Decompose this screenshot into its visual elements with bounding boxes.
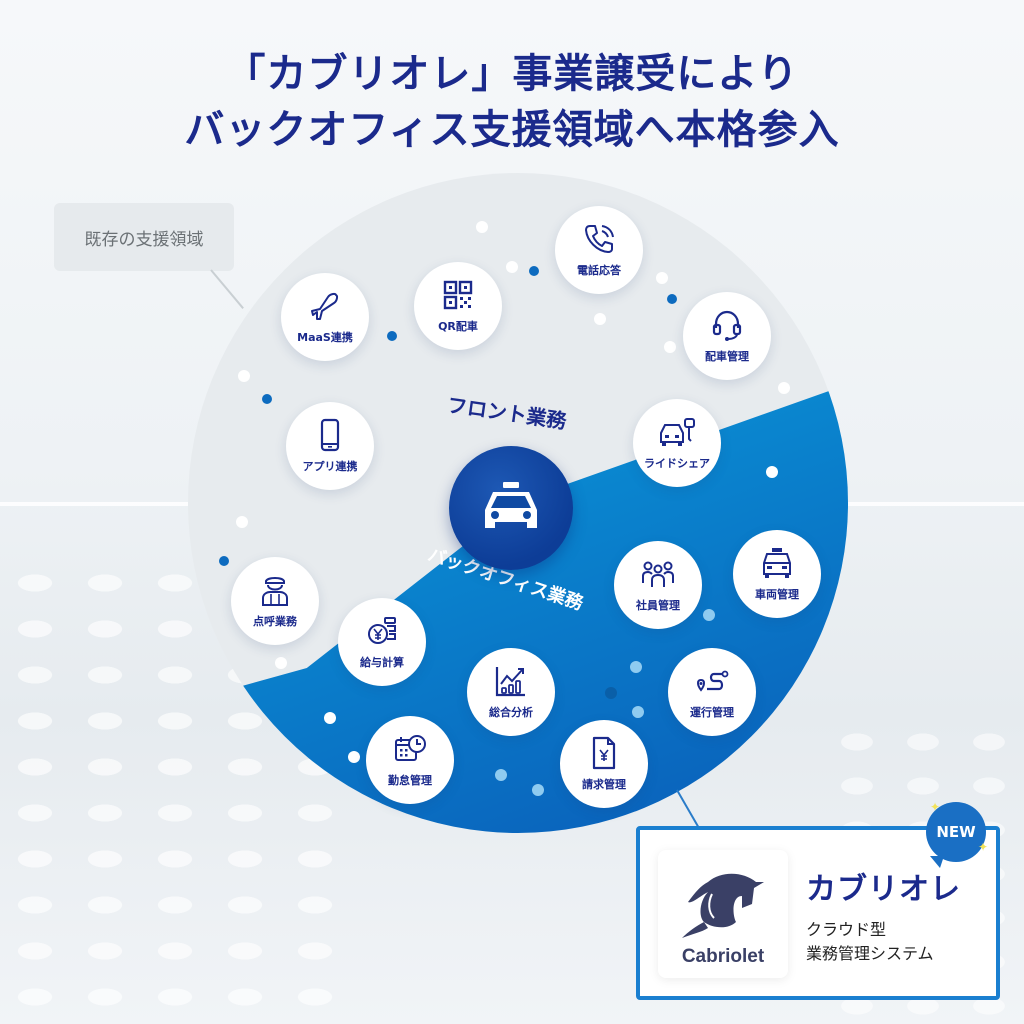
node-label: ライドシェア	[644, 457, 710, 470]
page-title: 「カブリオレ」事業譲受により バックオフィス支援領域へ本格参入	[0, 46, 1024, 158]
decor-dot	[630, 661, 642, 673]
product-logo: Cabriolet	[658, 850, 788, 978]
existing-area-pointer	[210, 269, 244, 309]
node-staff: 社員管理	[614, 541, 702, 629]
node-rollcall: 点呼業務	[231, 557, 319, 645]
node-label: 給与計算	[360, 656, 404, 669]
qr-code-icon	[443, 280, 473, 310]
decor-dot	[529, 266, 539, 276]
node-label: MaaS連携	[297, 331, 353, 344]
product-name: カブリオレ	[806, 872, 961, 907]
decor-dot	[238, 370, 250, 382]
decor-dot	[632, 706, 644, 718]
existing-area-label: 既存の支援領域	[54, 203, 234, 271]
node-label: 総合分析	[489, 706, 533, 719]
chart-icon	[495, 667, 525, 697]
node-label: 請求管理	[582, 778, 626, 791]
product-desc-line-2: 業務管理システム	[806, 944, 934, 963]
node-label: 配車管理	[705, 350, 749, 363]
node-payroll: 給与計算	[338, 598, 426, 686]
new-badge-text: NEW	[936, 823, 976, 841]
decor-dot	[532, 784, 544, 796]
decor-dot	[324, 712, 336, 724]
new-badge: NEW	[926, 802, 986, 868]
decor-dot	[594, 313, 606, 325]
decor-dot	[778, 382, 790, 394]
node-label: アプリ連携	[302, 460, 358, 473]
decor-dot	[476, 221, 488, 233]
node-label: 点呼業務	[253, 615, 297, 628]
node-label: 電話応答	[577, 264, 621, 277]
calendar-clock-icon	[395, 735, 426, 761]
decor-dot	[766, 466, 778, 478]
node-label: 運行管理	[690, 706, 734, 719]
node-vehicle: 車両管理	[733, 530, 821, 618]
node-billing: 請求管理	[560, 720, 648, 808]
node-rideshare: ライドシェア	[633, 399, 721, 487]
node-label: 勤怠管理	[388, 774, 432, 787]
title-line-2: バックオフィス支援領域へ本格参入	[184, 107, 840, 153]
node-maas: MaaS連携	[281, 273, 369, 361]
product-desc-line-1: クラウド型	[806, 920, 887, 939]
node-phone: 電話応答	[555, 206, 643, 294]
decor-dot	[275, 657, 287, 669]
node-attendance: 勤怠管理	[366, 716, 454, 804]
taxi-front-icon	[763, 548, 791, 578]
node-app: アプリ連携	[286, 402, 374, 490]
route-icon	[697, 670, 729, 692]
node-dispatch: 配車管理	[683, 292, 771, 380]
node-label: QR配車	[438, 320, 478, 333]
node-operation: 運行管理	[668, 648, 756, 736]
decor-dot	[664, 341, 676, 353]
decor-dot	[703, 609, 715, 621]
logo-text: Cabriolet	[681, 946, 765, 967]
node-label: 車両管理	[755, 588, 799, 601]
decor-dot	[656, 272, 668, 284]
phone-icon	[585, 225, 614, 253]
node-analytics: 総合分析	[467, 648, 555, 736]
node-qr: QR配車	[414, 262, 502, 350]
decor-dot	[219, 556, 229, 566]
title-line-1: 「カブリオレ」事業譲受により	[225, 51, 799, 97]
people-icon	[642, 561, 674, 587]
decor-dot	[348, 751, 360, 763]
sparkle-icon: ✦	[978, 840, 989, 854]
headset-icon	[712, 310, 742, 341]
decor-dot	[387, 331, 397, 341]
decor-dot	[262, 394, 272, 404]
yen-coins-icon	[368, 617, 396, 644]
product-description: クラウド型 業務管理システム	[806, 918, 934, 966]
decor-dot	[667, 294, 677, 304]
smartphone-icon	[320, 418, 340, 452]
sparkle-icon: ✦	[930, 800, 941, 814]
decor-dot	[506, 261, 518, 273]
decor-dot	[605, 687, 617, 699]
node-label: 社員管理	[636, 599, 680, 612]
center-taxi-node	[449, 446, 573, 570]
invoice-yen-icon	[592, 736, 616, 770]
decor-dot	[236, 516, 248, 528]
airplane-icon	[311, 292, 339, 320]
horse-logo-icon	[682, 873, 764, 938]
car-key-icon	[660, 418, 695, 446]
driver-icon	[262, 577, 288, 606]
taxi-icon	[485, 482, 537, 528]
decor-dot	[495, 769, 507, 781]
